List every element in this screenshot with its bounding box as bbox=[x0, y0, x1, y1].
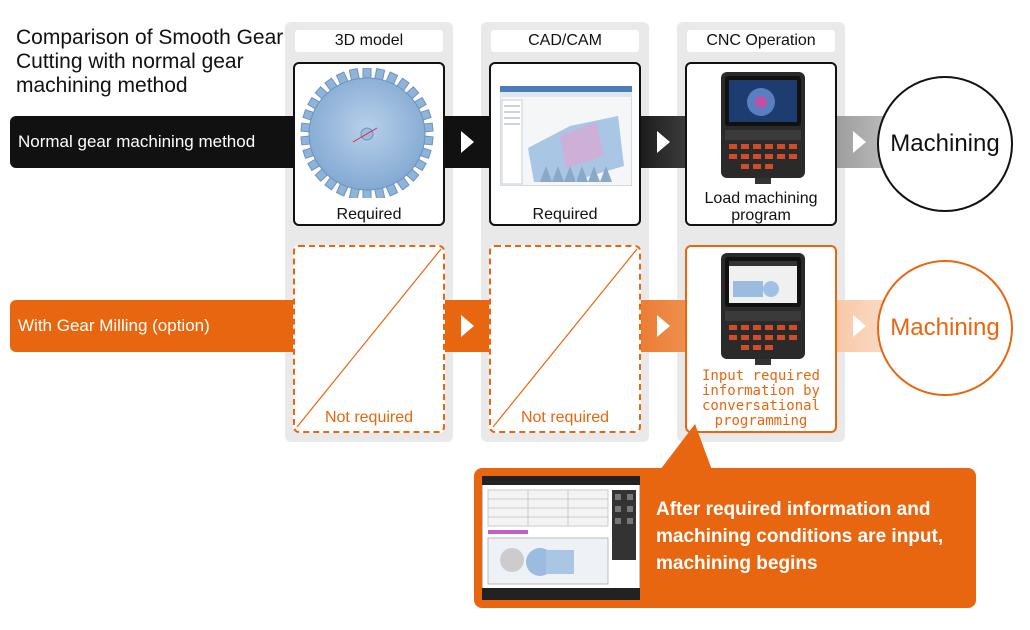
arrow-right-icon bbox=[657, 315, 670, 337]
callout-box: After required information and machining… bbox=[474, 468, 976, 608]
card-cad-cam-not-required-label: Not required bbox=[520, 409, 610, 426]
card-3d-model-not-required: Not required bbox=[293, 245, 445, 433]
cnc-panel-icon bbox=[721, 253, 805, 365]
card-cad-cam-label: Required bbox=[532, 206, 598, 223]
diagonal-strike bbox=[492, 248, 638, 428]
arrow-right-icon bbox=[461, 315, 474, 337]
card-cnc-load-label: Load machining program bbox=[704, 190, 818, 224]
cnc-panel-icon bbox=[721, 72, 805, 184]
card-cnc-conversational: Input required information by conversati… bbox=[685, 245, 837, 433]
card-cnc-conversational-label: Input required information by conversati… bbox=[701, 368, 820, 429]
card-cad-cam-required: Required bbox=[489, 62, 641, 226]
card-3d-model-required: Required bbox=[293, 62, 445, 226]
card-3d-model-label: Required bbox=[336, 206, 402, 223]
conversational-screen-icon bbox=[482, 476, 640, 600]
arrow-right-icon bbox=[461, 131, 474, 153]
cad-screen-icon bbox=[500, 86, 632, 186]
callout-pointer bbox=[660, 424, 712, 470]
card-cad-cam-not-required: Not required bbox=[489, 245, 641, 433]
result-machining-gear-milling: Machining bbox=[877, 260, 1013, 396]
result-machining-normal: Machining bbox=[877, 76, 1013, 212]
card-3d-model-not-required-label: Not required bbox=[324, 409, 414, 426]
diagonal-strike bbox=[296, 248, 442, 428]
callout-text: After required information and machining… bbox=[656, 499, 944, 574]
normal-method-label: Normal gear machining method bbox=[18, 132, 256, 151]
page-title: Comparison of Smooth Gear Cutting with n… bbox=[16, 26, 284, 97]
arrow-right-icon bbox=[657, 131, 670, 153]
column-header-cad-cam: CAD/CAM bbox=[491, 30, 639, 52]
arrow-right-icon bbox=[853, 131, 866, 153]
gear-milling-label: With Gear Milling (option) bbox=[18, 316, 210, 335]
column-header-cnc-operation: CNC Operation bbox=[687, 30, 835, 52]
column-header-3d-model: 3D model bbox=[295, 30, 443, 52]
arrow-right-icon bbox=[853, 315, 866, 337]
card-cnc-load-program: Load machining program bbox=[685, 62, 837, 226]
gear-icon bbox=[300, 68, 434, 198]
